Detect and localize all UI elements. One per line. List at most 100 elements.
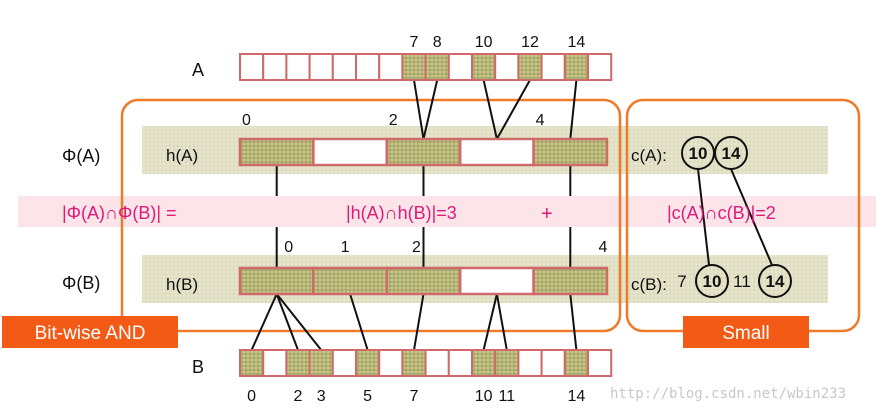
set-a-cell-9 [447,53,473,81]
set-b-cell-8 [424,349,450,377]
set-b-index-3: 3 [317,388,326,405]
a-to-ha-line-2 [482,79,498,140]
phi-b-label: Φ(B) [62,273,100,293]
set-a-cell-11 [494,53,520,81]
h-b-segment-0 [238,266,315,296]
set-a-index-14: 14 [568,34,586,51]
set-b-cell-12 [517,349,543,377]
h-b-segment-2 [385,266,462,296]
b-to-hb-line-6 [495,293,508,351]
bit-vectors [238,53,613,377]
set-b-cell-6 [378,349,404,377]
set-b-cell-3 [308,349,334,377]
bitwise-frame [120,98,622,333]
set-b-label: B [192,357,204,377]
c-b-value-7: 7 [677,272,686,291]
set-b-cell-7 [401,349,427,377]
set-a-cell-13 [540,53,566,81]
set-a-cell-8 [424,53,450,81]
h-b-segment-4 [532,266,609,296]
phi-a-label: Φ(A) [62,146,100,166]
set-b-cell-9 [447,349,473,377]
c-a-circle-14 [714,136,748,170]
set-b-index-14: 14 [568,388,586,405]
a-to-ha-line-0 [413,79,425,140]
c-b-circle-10 [695,264,729,298]
h-a-index-4: 4 [536,112,545,129]
set-b-index-5: 5 [363,388,372,405]
c-b-prefix: c(B): [631,275,667,294]
h-b-index-4: 4 [599,239,608,256]
set-a-cell-6 [378,53,404,81]
equation-band [18,196,876,227]
c-b-value-11: 11 [733,272,751,291]
h-b-segment-1 [312,266,389,296]
set-a-index-12: 12 [521,34,539,51]
b-to-hb-line-0 [250,293,278,351]
b-to-hb-line-5 [482,293,498,351]
set-a-cell-10 [471,53,497,81]
set-a-cell-2 [285,53,311,81]
h-a-index-2: 2 [389,112,398,129]
set-a-label: A [192,60,204,80]
set-a-cell-7 [401,53,427,81]
set-a-cell-15 [587,53,613,81]
b-to-hb-line-7 [569,293,578,351]
set-a-cell-3 [308,53,334,81]
equation-right: |c(A)∩c(B)|=2 [667,203,776,223]
h-b-index-0: 0 [284,239,293,256]
set-a-cell-0 [239,53,265,81]
c-a-value-14: 14 [722,144,741,163]
set-a-cell-4 [331,53,357,81]
set-b-index-10: 10 [475,388,493,405]
set-b-cell-1 [262,349,288,377]
small-badge-label: Small [722,323,770,344]
h-b-index-1: 1 [341,239,350,256]
set-a-index-8: 8 [433,34,442,51]
c-b-value-14: 14 [766,272,785,291]
a-to-ha-line-4 [569,79,578,140]
a-to-ha-line-1 [422,79,439,140]
c-a-prefix: c(A): [631,146,667,165]
set-b-index-11: 11 [498,388,515,405]
h-a-segment-3 [458,137,535,167]
small-match-line-14 [730,168,773,266]
h-a-label: h(A) [166,146,198,165]
c-a-value-10: 10 [689,144,708,163]
set-a-index-7: 7 [410,34,419,51]
h-a-segment-2 [385,137,462,167]
set-b-cell-10 [471,349,497,377]
h-a-segment-1 [312,137,389,167]
a-to-ha-line-3 [496,79,531,140]
set-b-cell-4 [331,349,357,377]
set-b-index-0: 0 [247,388,256,405]
bitwise-badge [2,316,178,348]
h-a-index-0: 0 [242,112,251,129]
set-b-cell-5 [355,349,381,377]
set-a-cell-14 [563,53,589,81]
set-b-cell-13 [540,349,566,377]
h-a-segment-4 [532,137,609,167]
h-b-segment-3 [458,266,535,296]
set-b-cell-2 [285,349,311,377]
b-to-hb-line-3 [349,293,369,351]
connector-lines [250,79,773,351]
set-b-cell-0 [239,349,265,377]
set-a-index-10: 10 [475,34,493,51]
set-b-cell-11 [494,349,520,377]
equation-plus: + [541,203,553,225]
h-a-segment-0 [238,137,315,167]
small-badge [683,316,809,348]
bitwise-badge-label: Bit-wise AND [35,323,146,344]
c-b-circle-14 [758,264,792,298]
equation-middle: |h(A)∩h(B)|=3 [346,203,457,223]
set-a-cell-5 [355,53,381,81]
b-to-hb-line-1 [275,293,299,351]
equation-lhs: |Φ(A)∩Φ(B)| = [62,203,177,223]
h-b-label: h(B) [166,275,198,294]
watermark: http://blog.csdn.net/wbin233 [610,386,846,402]
set-b-index-7: 7 [410,388,419,405]
